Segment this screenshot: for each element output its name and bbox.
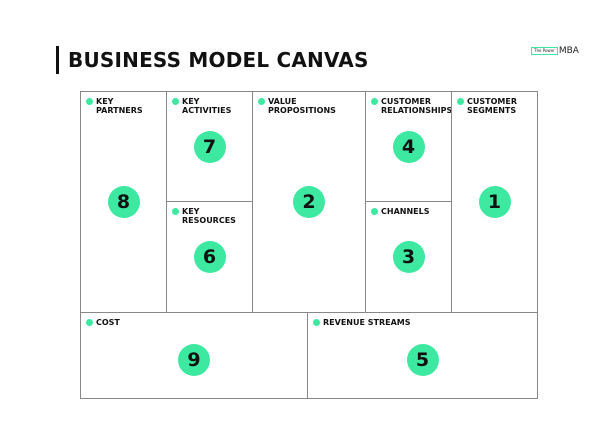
block-number: 6 <box>193 241 226 273</box>
block-number: 5 <box>406 343 439 376</box>
block-label: CHANNELS <box>381 207 430 216</box>
bullet-icon <box>172 208 179 215</box>
bullet-icon <box>172 98 179 105</box>
logo: The Power MBA <box>531 46 579 56</box>
bullet-icon <box>457 98 464 105</box>
title-text: BUSINESS MODEL CANVAS <box>68 48 369 72</box>
block-customer-relationships: CUSTOMER RELATIONSHIPS 4 <box>365 91 452 202</box>
block-revenue-streams: REVENUE STREAMS 5 <box>307 312 538 399</box>
logo-box: The Power <box>531 47 558 55</box>
block-label: CUSTOMER SEGMENTS <box>467 97 517 115</box>
title-bar <box>56 46 59 74</box>
block-number: 7 <box>193 130 226 163</box>
block-number: 4 <box>392 130 425 163</box>
bullet-icon <box>313 319 320 326</box>
bullet-icon <box>86 319 93 326</box>
bullet-icon <box>258 98 265 105</box>
logo-text: MBA <box>558 46 579 56</box>
block-channels: CHANNELS 3 <box>365 201 452 313</box>
block-customer-segments: CUSTOMER SEGMENTS 1 <box>451 91 538 313</box>
block-label: VALUE PROPOSITIONS <box>268 97 336 115</box>
block-label: CUSTOMER RELATIONSHIPS <box>381 97 453 115</box>
block-label: COST <box>96 318 120 327</box>
page-title: BUSINESS MODEL CANVAS <box>56 46 369 74</box>
bullet-icon <box>371 208 378 215</box>
block-label: KEY PARTNERS <box>96 97 143 115</box>
block-value-propositions: VALUE PROPOSITIONS 2 <box>252 91 366 313</box>
block-number: 1 <box>478 186 511 218</box>
block-key-activities: KEY ACTIVITIES 7 <box>166 91 253 202</box>
block-label: KEY ACTIVITIES <box>182 97 232 115</box>
block-label: REVENUE STREAMS <box>323 318 411 327</box>
block-key-partners: KEY PARTNERS 8 <box>80 91 167 313</box>
block-label: KEY RESOURCES <box>182 207 236 225</box>
block-number: 2 <box>293 186 325 218</box>
block-number: 8 <box>107 186 140 218</box>
block-key-resources: KEY RESOURCES 6 <box>166 201 253 313</box>
bullet-icon <box>86 98 93 105</box>
block-cost: COST 9 <box>80 312 308 399</box>
bullet-icon <box>371 98 378 105</box>
block-number: 3 <box>392 241 425 273</box>
block-number: 9 <box>178 343 210 376</box>
